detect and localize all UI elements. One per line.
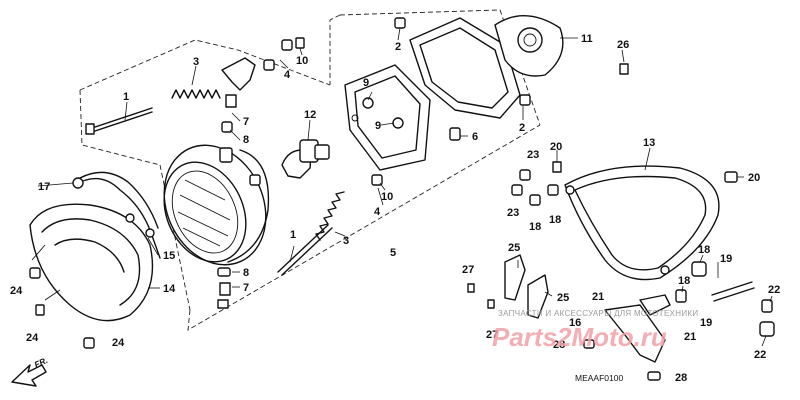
callout-8: 8 xyxy=(243,134,249,146)
diagram-code: MEAAF0100 xyxy=(575,373,623,383)
spring-upper xyxy=(171,89,221,99)
callout-9: 9 xyxy=(363,77,369,89)
callout-18: 18 xyxy=(549,214,561,226)
watermark-line: ЗАПЧАСТИ И АКСЕССУАРЫ ДЛЯ МОТОТЕХНИКИ xyxy=(498,309,698,318)
screw-7-upper xyxy=(221,94,237,133)
headlight-case xyxy=(29,203,154,322)
visor-stay-left xyxy=(504,254,526,301)
pivot-bolt-19 xyxy=(711,281,755,302)
callout-7: 7 xyxy=(243,116,249,128)
callout-9: 9 xyxy=(375,120,381,132)
bracket-16 xyxy=(604,294,671,363)
screw-26 xyxy=(619,63,629,75)
nut-28 xyxy=(583,339,661,381)
callout-22: 22 xyxy=(754,349,766,361)
callout-1: 1 xyxy=(290,229,296,241)
nut-10-lower xyxy=(371,174,383,186)
callout-19: 19 xyxy=(700,317,712,329)
callout-11: 11 xyxy=(581,33,593,45)
callout-18: 18 xyxy=(678,275,690,287)
front-direction-arrow: FR. xyxy=(11,355,50,387)
bracket-upper xyxy=(221,57,256,91)
callout-22: 22 xyxy=(768,284,780,296)
visor-stay-right xyxy=(527,274,549,319)
bolt-20-right xyxy=(724,171,738,183)
callout-6: 6 xyxy=(472,131,478,143)
callout-25: 25 xyxy=(508,242,520,254)
callout-20: 20 xyxy=(748,172,760,184)
callout-26: 26 xyxy=(617,39,629,51)
headlight-bulb xyxy=(281,139,330,179)
callout-27: 27 xyxy=(486,329,498,341)
screws-24 xyxy=(29,267,95,349)
callout-23: 23 xyxy=(527,149,539,161)
grommets-23 xyxy=(511,169,559,206)
grommet-6 xyxy=(449,127,461,141)
callout-16: 16 xyxy=(569,317,581,329)
callout-20: 20 xyxy=(550,141,562,153)
callout-12: 12 xyxy=(304,109,316,121)
leader-lines xyxy=(37,27,773,347)
callout-8: 8 xyxy=(243,267,249,279)
screw-27 xyxy=(467,283,495,309)
headlight-stay xyxy=(72,171,161,259)
callout-5: 5 xyxy=(390,247,396,259)
callout-24: 24 xyxy=(112,337,125,349)
callout-24: 24 xyxy=(10,285,23,297)
callout-1: 1 xyxy=(123,91,129,103)
callout-24: 24 xyxy=(26,332,39,344)
collar-18 xyxy=(675,261,707,303)
callout-2: 2 xyxy=(519,122,525,134)
mounting-case xyxy=(344,64,431,171)
callout-25: 25 xyxy=(557,292,569,304)
adjusting-screw-upper xyxy=(85,107,153,135)
callout-3: 3 xyxy=(193,56,199,68)
bolt-2-lower xyxy=(519,94,531,106)
headlight-unit xyxy=(163,144,270,266)
callout-7: 7 xyxy=(243,282,249,294)
callout-21: 21 xyxy=(592,291,604,303)
rear-housing xyxy=(409,15,564,119)
watermark: ЗАПЧАСТИ И АКСЕССУАРЫ ДЛЯ МОТОТЕХНИКИ Pa… xyxy=(492,309,698,352)
callout-4: 4 xyxy=(374,206,381,218)
callout-27: 27 xyxy=(462,264,474,276)
callout-28: 28 xyxy=(675,372,687,384)
callout-3: 3 xyxy=(343,235,349,247)
callout-21: 21 xyxy=(684,331,696,343)
spring-lower xyxy=(315,191,345,241)
callout-4: 4 xyxy=(284,69,291,81)
callout-28: 28 xyxy=(553,339,565,351)
bolt-2-upper xyxy=(394,17,406,29)
watermark-brand: Parts2Moto.ru xyxy=(492,322,667,352)
assembly-outline-5 xyxy=(79,9,541,331)
headlight-visor xyxy=(564,165,720,281)
callout-19: 19 xyxy=(720,253,732,265)
callout-13: 13 xyxy=(643,137,655,149)
nut-and-screw-upper xyxy=(263,37,305,71)
bolt-20-top xyxy=(552,161,562,173)
callout-10: 10 xyxy=(381,191,393,203)
callouts: 1 1 2 2 3 3 4 4 5 6 7 7 8 8 9 9 10 10 11… xyxy=(10,33,780,384)
callout-18: 18 xyxy=(698,244,710,256)
screw-7-lower xyxy=(217,267,231,309)
callout-2: 2 xyxy=(395,41,401,53)
callout-10: 10 xyxy=(296,55,308,67)
front-direction-label: FR. xyxy=(33,355,50,370)
bolt-22 xyxy=(759,299,775,337)
callout-23: 23 xyxy=(507,207,519,219)
callout-17: 17 xyxy=(38,181,50,193)
callout-15: 15 xyxy=(163,250,175,262)
callout-14: 14 xyxy=(163,283,176,295)
callout-18: 18 xyxy=(529,221,541,233)
